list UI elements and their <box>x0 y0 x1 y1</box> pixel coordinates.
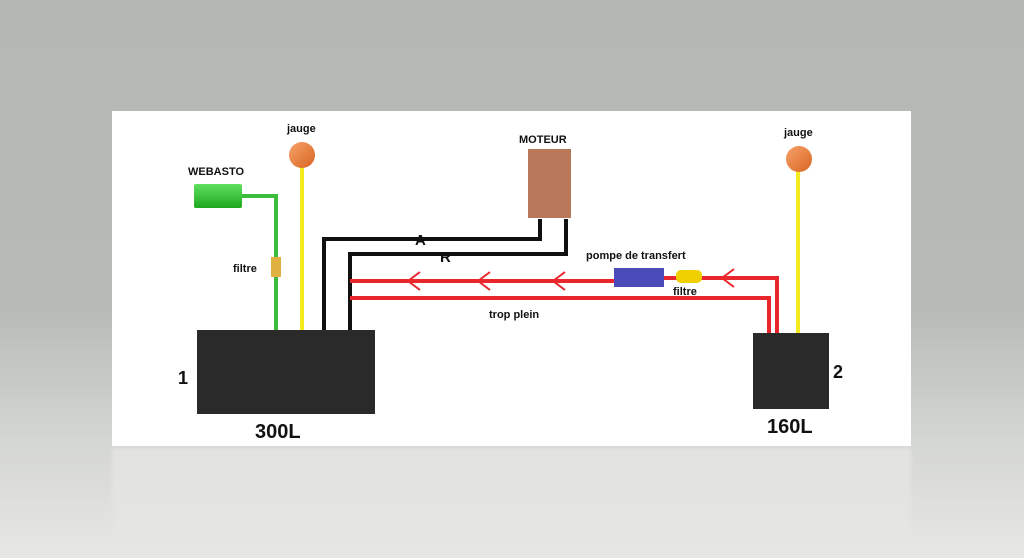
return-line-r <box>348 219 568 330</box>
label-tank1-number: 1 <box>178 368 188 388</box>
flow-arrow-2 <box>476 271 491 291</box>
tank-2 <box>753 333 829 409</box>
label-filtre-left: filtre <box>233 263 257 275</box>
gauge-ball-left <box>289 142 315 168</box>
flow-arrow-1 <box>406 271 421 291</box>
label-tank2-number: 2 <box>833 362 843 382</box>
webasto-line <box>240 194 278 330</box>
flow-arrow-3 <box>551 271 566 291</box>
moteur-block <box>528 149 571 218</box>
tank-1 <box>197 330 375 414</box>
flow-arrow-4 <box>720 268 735 288</box>
pompe-block <box>614 268 664 287</box>
label-a: A <box>415 232 426 249</box>
label-tank2-capacity: 160L <box>767 416 813 438</box>
trop-plein-line <box>350 296 771 333</box>
label-pompe: pompe de transfert <box>586 250 686 262</box>
label-webasto: WEBASTO <box>188 166 244 178</box>
label-tank1-capacity: 300L <box>255 421 301 443</box>
webasto-unit <box>194 184 242 208</box>
label-filtre-right: filtre <box>673 286 697 298</box>
return-line-a <box>322 219 542 330</box>
filtre-left <box>271 257 281 277</box>
label-jauge-right: jauge <box>783 127 813 139</box>
label-moteur: MOTEUR <box>519 134 567 146</box>
label-trop-plein: trop plein <box>489 309 539 321</box>
gauge-ball-right <box>786 146 812 172</box>
panel-reflection <box>112 448 911 558</box>
label-jauge-left: jauge <box>286 123 316 135</box>
label-r: R <box>440 249 451 266</box>
filtre-right <box>676 270 702 283</box>
